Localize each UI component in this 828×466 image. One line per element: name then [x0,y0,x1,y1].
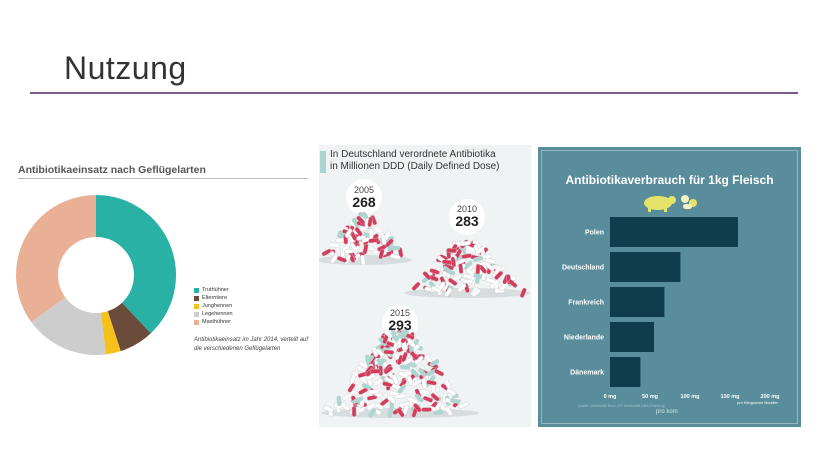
year-2015-label: 2015 [389,308,411,318]
donut-slice-4 [15,195,97,323]
year-2015: 2015 293 [378,308,422,332]
meat-tick-label: 150 mg [721,394,740,400]
meat-bar [610,322,654,352]
meat-tick-label: 200 mg [761,394,780,400]
meat-category-label: Deutschland [562,265,604,272]
donut-title: Antibiotikaeinsatz nach Geflügelarten [18,164,206,176]
pills-title-line1: In Deutschland verordnete Antibiotika [330,149,496,160]
year-2005-value: 268 [352,194,376,210]
legend-swatch [194,311,199,317]
year-2010: 2010 283 [447,204,487,228]
donut-title-rule [18,178,308,179]
title-divider [30,92,798,94]
meat-footnote: Quelle: Universität Bonn, IFT Universitä… [578,404,665,408]
meat-panel-frame [541,150,798,424]
pills-pile-2005 [319,211,412,266]
legend-item: Masthühner [194,318,233,326]
legend-swatch [194,303,199,309]
donut-caption: Antibiotikaeinsatz im Jahr 2014, verteil… [194,337,309,352]
legend-item: Truthühner [194,286,233,294]
legend-label: Masthühner [202,319,232,325]
pills-title-line2: in Millionen DDD (Daily Defined Dose) [330,161,500,172]
donut-slice-0 [96,195,176,334]
year-2015-value: 293 [388,317,412,333]
year-2010-label: 2010 [456,204,478,214]
donut-chart [15,195,176,355]
legend-label: Elterntiere [202,295,228,301]
slide-title: Nutzung [64,50,187,86]
meat-tick-label: 100 mg [681,394,700,400]
meat-bar [610,357,641,387]
donut-slice-1 [107,302,151,352]
meat-title: Antibiotikaverbrauch für 1kg Fleisch [565,173,774,187]
legend-swatch [194,319,199,325]
pills-panel: In Deutschland verordnete Antibiotika in… [319,145,531,427]
legend-swatch [194,295,199,301]
legend-item: Elterntiere [194,294,233,302]
pills-accent-bar [320,151,326,173]
meat-tick-label: 0 mg [604,394,617,400]
meat-logo: pro kom [656,409,678,415]
meat-category-label: Polen [585,230,604,237]
meat-bar [610,217,738,247]
year-2005-label: 2005 [353,185,375,195]
legend-item: Junghennen [194,302,233,310]
year-badge [449,199,485,235]
donut-panel: Antibiotikaeinsatz nach Geflügelarten Tr… [13,160,313,370]
meat-category-label: Niederlande [564,335,604,342]
donut-slice-2 [100,311,121,355]
meat-bar [610,252,681,282]
legend-label: Junghennen [202,303,233,309]
donut-slice-3 [31,297,107,355]
legend-swatch [194,287,199,293]
meat-panel: Antibiotikaverbrauch für 1kg Fleisch Pol… [538,147,801,427]
meat-unit-label: pro Kilogramm Nutztier [737,400,779,405]
pills-pile-2010 [404,239,530,298]
year-2005: 2005 268 [344,185,384,209]
pills-title: In Deutschland verordnete Antibiotika in… [330,149,500,173]
meat-category-label: Dänemark [570,370,604,377]
meat-bar [610,287,665,317]
pills-pile-2015 [321,328,479,418]
meat-category-label: Frankreich [568,300,604,307]
legend-item: Legehennen [194,310,233,318]
pills-illustration [319,179,530,418]
meat-icons [644,195,697,212]
meat-bar-chart: PolenDeutschlandFrankreichNiederlandeDän… [562,217,780,405]
meat-tick-label: 50 mg [642,394,658,400]
pig-icon [644,196,676,212]
pills-icon [681,195,697,209]
legend-label: Legehennen [202,311,233,317]
year-2010-value: 283 [455,213,479,229]
year-badge [346,179,382,215]
legend-label: Truthühner [202,287,229,293]
